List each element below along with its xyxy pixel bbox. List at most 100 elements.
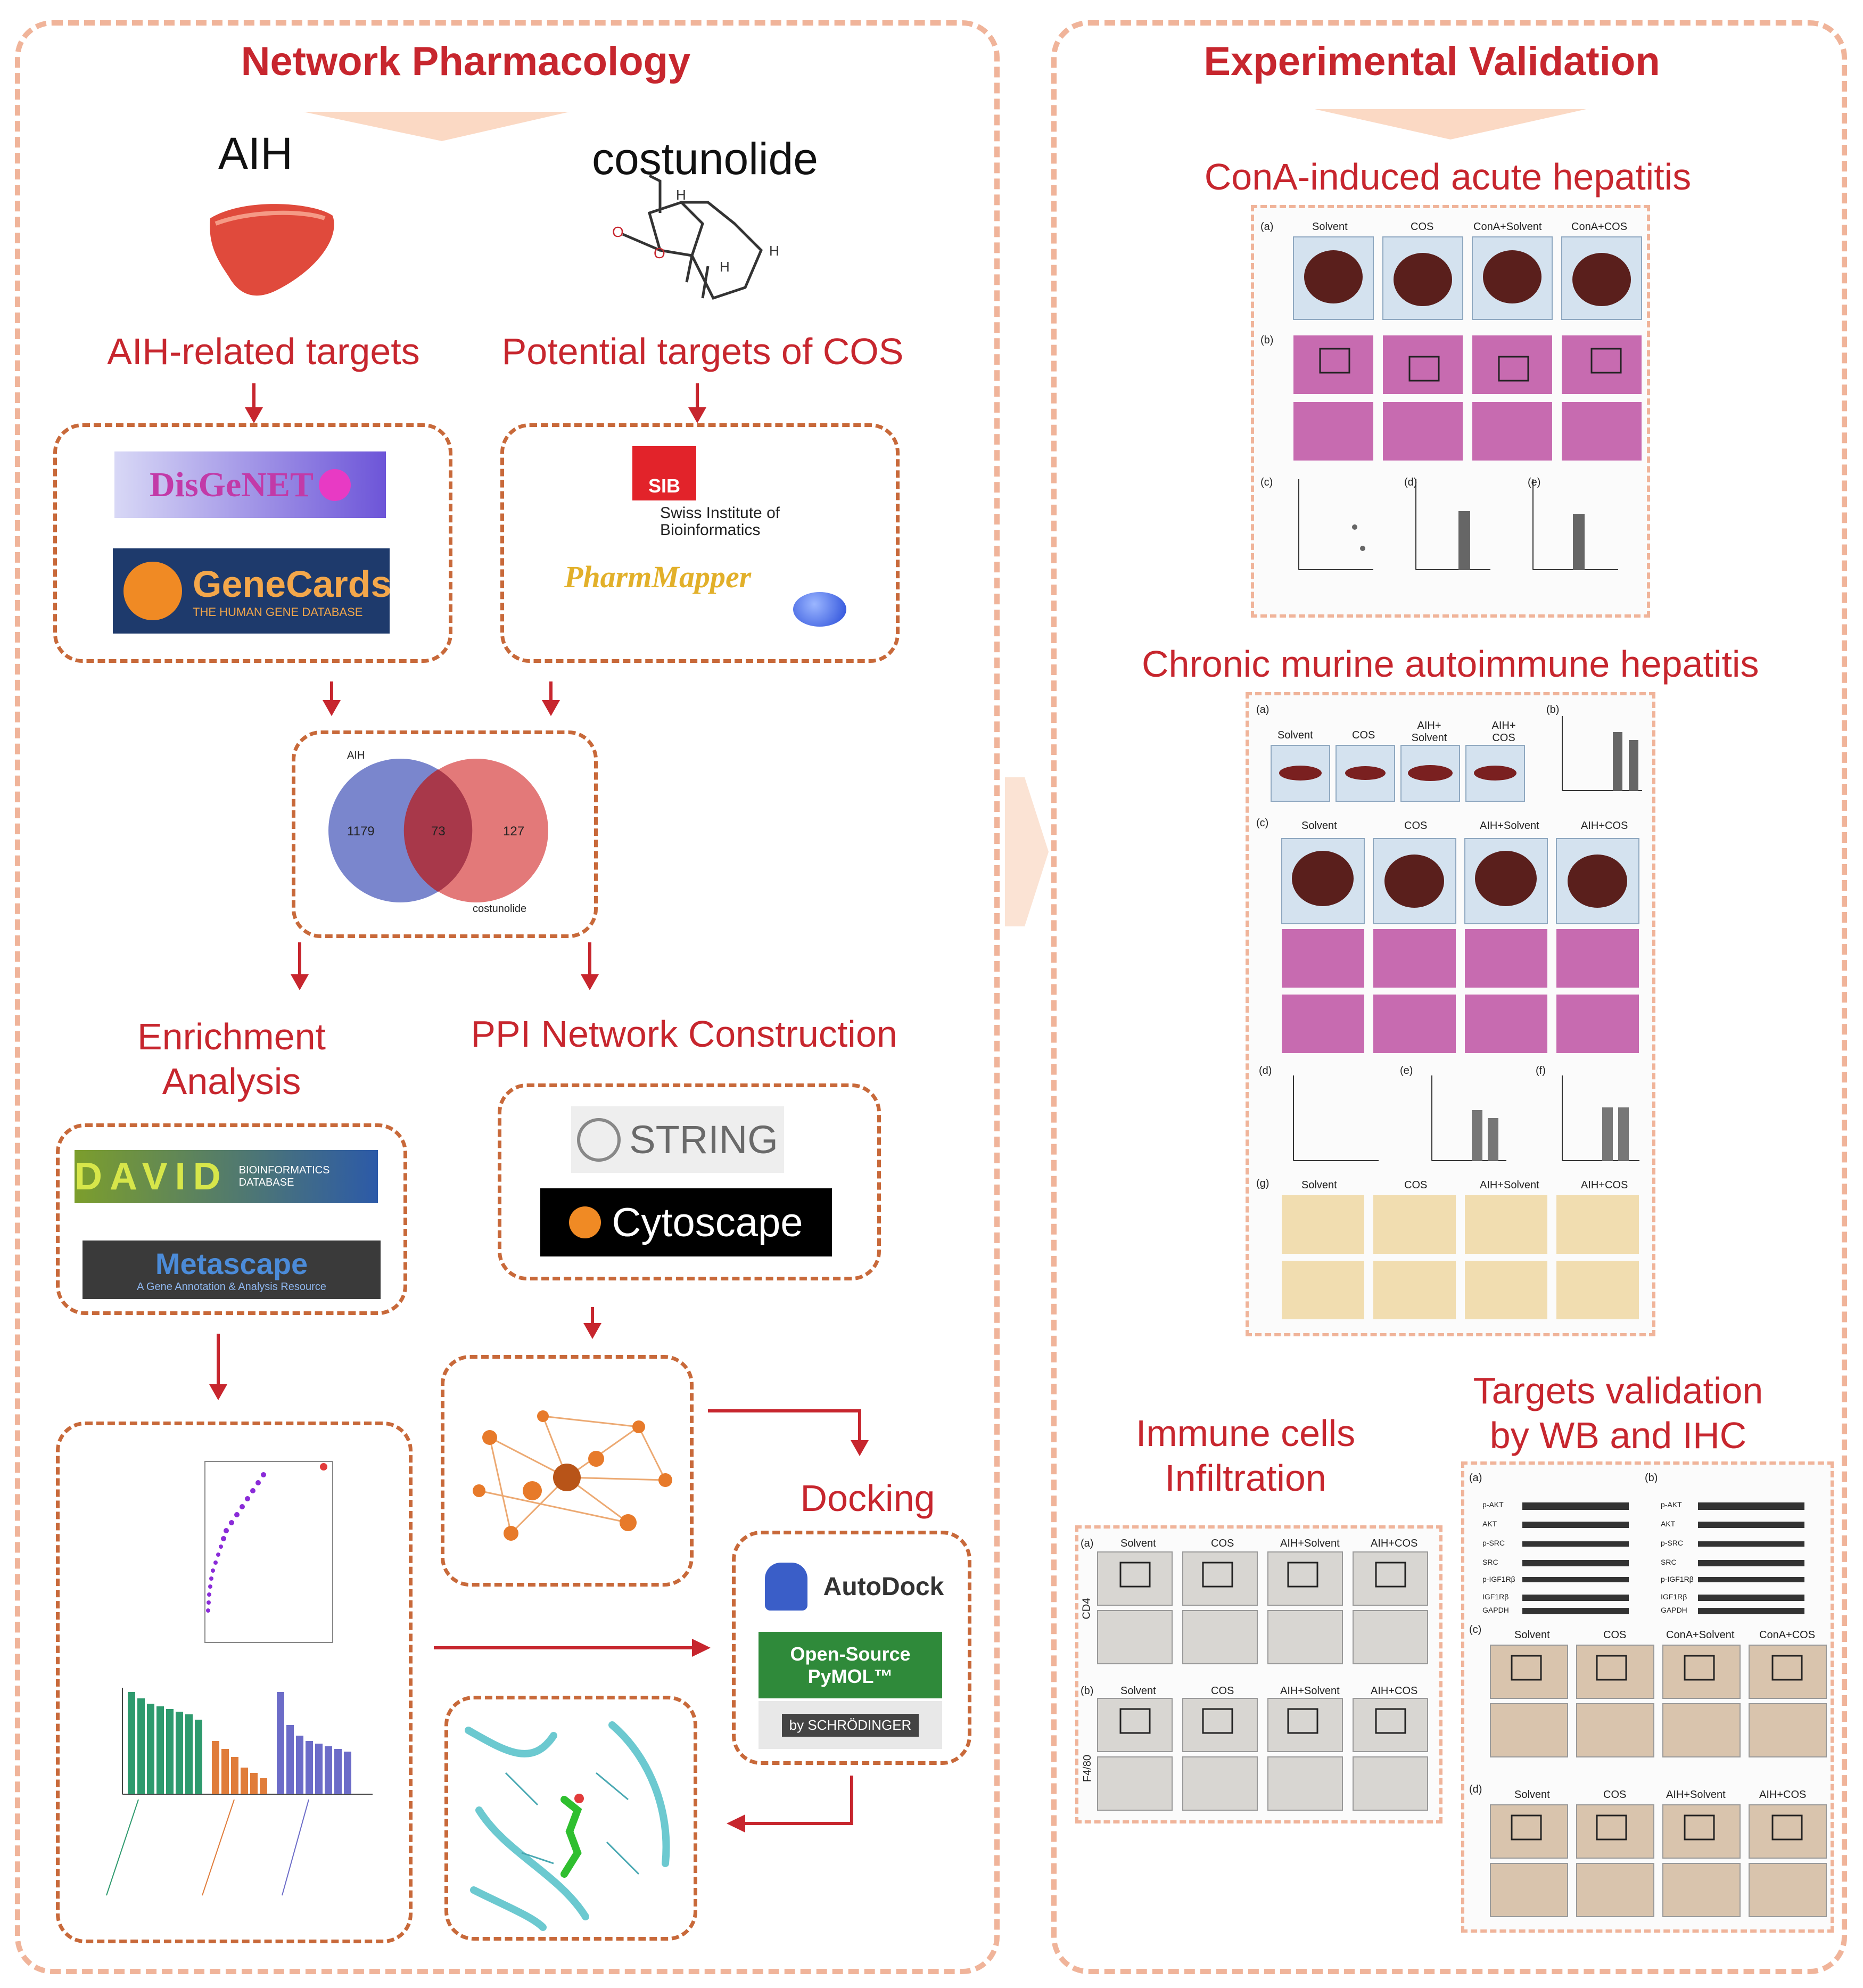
- enrichment-tools-box: [56, 1123, 407, 1315]
- cytoscape-icon: [569, 1206, 601, 1238]
- genecards-subtitle: THE HUMAN GENE DATABASE: [193, 605, 363, 619]
- chronic-small-group-1: Solvent: [1277, 729, 1313, 741]
- cona-group-1: Solvent: [1312, 221, 1348, 233]
- svg-text:H: H: [720, 259, 730, 275]
- sib-text: SIB: [648, 475, 680, 497]
- cytoscape-logo: Cytoscape: [540, 1188, 832, 1256]
- targets-d-group-4: AIH+COS: [1759, 1789, 1807, 1801]
- autodock-text: AutoDock: [823, 1572, 944, 1601]
- immune-group-3: AIH+Solvent: [1280, 1538, 1340, 1549]
- chronic-ihc-group-3: AIH+Solvent: [1480, 1179, 1539, 1191]
- immune-group-2: COS: [1211, 1538, 1234, 1549]
- right-title: Experimental Validation: [1203, 39, 1660, 84]
- cona-panel-e: (e): [1528, 477, 1541, 488]
- autodock-logo: AutoDock: [751, 1555, 958, 1619]
- sib-caption: Swiss Institute of Bioinformatics: [660, 504, 780, 539]
- string-network-icon: [577, 1118, 621, 1162]
- immune-group-4: AIH+COS: [1371, 1538, 1418, 1549]
- targets-d-group-3: AIH+Solvent: [1666, 1789, 1726, 1801]
- docking-label: Docking: [800, 1477, 935, 1519]
- svg-text:H: H: [676, 187, 686, 203]
- disgenet-dots-icon: [319, 469, 351, 501]
- autodock-icon: [764, 1563, 807, 1611]
- venn-left-count: 1179: [347, 824, 375, 839]
- metascape-logo: Metascape A Gene Annotation & Analysis R…: [83, 1241, 381, 1299]
- immune-group-b2: COS: [1211, 1685, 1234, 1697]
- enrichment-results-box: [56, 1422, 413, 1943]
- immune-group-b3: AIH+Solvent: [1280, 1685, 1340, 1697]
- string-logo: STRING: [571, 1106, 784, 1173]
- cona-panel-b: (b): [1260, 334, 1274, 346]
- string-text: STRING: [629, 1118, 778, 1162]
- pharmmapper-logo: PharmMapper: [564, 560, 752, 594]
- cona-panel-a: (a): [1260, 221, 1274, 233]
- chronic-panel-d: (d): [1259, 1065, 1272, 1077]
- pymol-text: Open-Source PyMOL™: [790, 1642, 911, 1687]
- svg-text:H: H: [769, 243, 779, 259]
- network-pharmacology-panel: [15, 20, 1000, 1974]
- chronic-small-group-4: AIH+ COS: [1491, 720, 1516, 744]
- costunolide-label: costunolide: [592, 134, 818, 184]
- venn-box: [292, 730, 598, 938]
- ppi-network-box: [441, 1355, 694, 1587]
- aih-targets-label: AIH-related targets: [107, 331, 420, 372]
- chronic-group-1: Solvent: [1301, 820, 1337, 832]
- chronic-ihc-group-2: COS: [1404, 1179, 1428, 1191]
- wb-protein-b2: AKT: [1661, 1519, 1676, 1528]
- cona-panel-d: (d): [1404, 477, 1417, 488]
- immune-panel-b: (b): [1081, 1685, 1094, 1697]
- immune-panel-a: (a): [1081, 1538, 1094, 1549]
- wb-protein-5: p-IGF1Rβ: [1482, 1575, 1515, 1583]
- cona-panel-c: (c): [1260, 477, 1273, 488]
- wb-protein-b4: SRC: [1661, 1558, 1677, 1566]
- wb-protein-3: p-SRC: [1482, 1539, 1505, 1547]
- wb-protein-b5: p-IGF1Rβ: [1661, 1575, 1694, 1583]
- schrodinger-logo: by SCHRÖDINGER: [759, 1701, 942, 1749]
- immune-group-b1: Solvent: [1120, 1685, 1156, 1697]
- wb-protein-b7: GAPDH: [1661, 1606, 1687, 1614]
- disgenet-text: DisGeNET: [149, 465, 314, 504]
- chronic-small-group-2: COS: [1352, 729, 1375, 741]
- chronic-ihc-group-4: AIH+COS: [1581, 1179, 1628, 1191]
- cona-group-2: COS: [1411, 221, 1434, 233]
- sib-logo: SIB: [632, 446, 696, 500]
- chronic-panel-c: (c): [1256, 817, 1269, 829]
- genecards-text: GeneCards: [193, 563, 392, 605]
- left-title: Network Pharmacology: [241, 39, 691, 84]
- genecards-logo: GeneCards THE HUMAN GENE DATABASE: [113, 548, 392, 634]
- chronic-panel-g: (g): [1256, 1178, 1270, 1189]
- targets-panel-a: (a): [1469, 1472, 1482, 1484]
- targets-panel-c: (c): [1469, 1624, 1482, 1636]
- david-logo: DAVID BIOINFORMATICS DATABASE: [75, 1150, 378, 1203]
- experimental-validation-panel: [1051, 20, 1847, 1974]
- venn-overlap-count: 73: [431, 824, 446, 839]
- pharmmapper-sphere-icon: [793, 592, 846, 627]
- david-text: DAVID: [75, 1155, 228, 1198]
- cona-group-4: ConA+COS: [1571, 221, 1628, 233]
- cona-label: ConA-induced acute hepatitis: [1204, 156, 1692, 198]
- disgenet-logo: DisGeNET: [114, 451, 386, 518]
- chronic-group-3: AIH+Solvent: [1480, 820, 1539, 832]
- wb-protein-6: IGF1Rβ: [1482, 1592, 1509, 1601]
- chronic-panel-f: (f): [1536, 1065, 1546, 1077]
- venn-right-count: 127: [503, 824, 525, 839]
- chronic-small-group-3: AIH+ Solvent: [1411, 720, 1447, 744]
- ppi-label: PPI Network Construction: [471, 1013, 897, 1055]
- chronic-panel-b: (b): [1546, 704, 1560, 716]
- pymol-logo: Open-Source PyMOL™: [759, 1632, 942, 1698]
- targets-c-group-4: ConA+COS: [1759, 1629, 1816, 1641]
- chronic-group-2: COS: [1404, 820, 1428, 832]
- aih-database-box: [53, 423, 452, 663]
- immune-group-b4: AIH+COS: [1371, 1685, 1418, 1697]
- targets-c-group-1: Solvent: [1514, 1629, 1550, 1641]
- venn-left-label: AIH: [347, 750, 365, 761]
